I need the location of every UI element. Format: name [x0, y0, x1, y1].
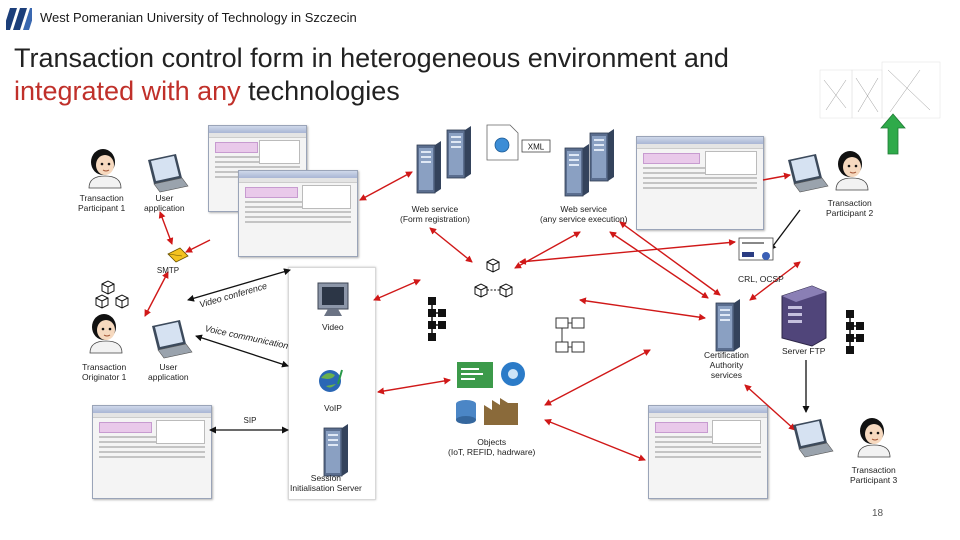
- arrow-cert-to-participant2: [749, 261, 801, 301]
- arrow-webservice-to-cert: [619, 221, 721, 296]
- arrow-webservice-to-form-top: [359, 171, 413, 201]
- title-line-2: integrated with any technologies: [14, 75, 729, 108]
- participant2-person-icon: [835, 150, 869, 191]
- page-number: 18: [872, 508, 884, 519]
- ftp-server-icon: [781, 285, 827, 347]
- slide-title: Transaction control form in heterogeneou…: [14, 42, 729, 108]
- crl-certificate-icon: [738, 237, 774, 261]
- arrow-form-to-smtp: [185, 239, 211, 253]
- form-screenshot-top-2: [238, 170, 358, 257]
- black-arrows: [187, 209, 810, 434]
- university-logo-icon: [6, 8, 32, 30]
- arrow-video-conference: [187, 268, 291, 302]
- form-screenshot-right-top: [636, 136, 764, 230]
- tree-structure-icon-center: [427, 296, 447, 342]
- label-server-ftp: Server FTP: [782, 346, 826, 356]
- arrow-objects-to-cert: [544, 349, 651, 406]
- arrow-any-to-cert: [609, 231, 709, 299]
- red-arrows: [144, 171, 801, 462]
- arrow-smtp-originator: [144, 271, 169, 317]
- cube-network-icon-left: [95, 280, 129, 309]
- participant1-person-icon: [88, 148, 122, 189]
- arrow-cert-to-participant3: [744, 384, 796, 431]
- label-user-app-top: User application: [144, 193, 185, 213]
- label-voip: VoIP: [324, 403, 342, 413]
- arrow-objects-to-bottom-right-form: [544, 418, 646, 462]
- form-screenshot-bottom-right: [648, 405, 768, 499]
- originator-person-icon: [89, 313, 123, 354]
- edge-label-smtp: SMTP: [157, 266, 179, 275]
- label-video: Video: [322, 322, 344, 332]
- cert-authority-server-icon: [715, 298, 741, 352]
- video-monitor-icon: [317, 282, 349, 316]
- smtp-envelope-icon: [167, 247, 189, 263]
- web-service-any-server-2-icon: [589, 128, 615, 182]
- label-crl-ocsp: CRL, OCSP: [738, 274, 784, 284]
- arrow-center-to-crl: [519, 239, 736, 265]
- label-participant1: Transaction Participant 1: [78, 193, 126, 213]
- title-line-1: Transaction control form in heterogeneou…: [14, 43, 729, 73]
- form-screenshot-bottom-left: [92, 405, 212, 499]
- label-user-app-bottom: User application: [148, 362, 189, 382]
- voip-globe-icon: [319, 369, 343, 392]
- label-participant2: Transaction Participant 2: [826, 198, 874, 218]
- title-rest-part: technologies: [240, 76, 400, 106]
- edge-label-sip: SIP: [244, 416, 257, 425]
- arrow-voice-communication: [195, 334, 289, 368]
- objects-iot-icon: [456, 362, 525, 425]
- title-red-part: integrated with any: [14, 76, 241, 106]
- arrow-right-form-to-participant2: [762, 172, 791, 181]
- arrow-panel-to-objects-top: [373, 279, 421, 301]
- arrow-webservice-to-objects: [429, 227, 473, 263]
- label-web-service-form: Web service (Form registration): [400, 204, 470, 224]
- user-app-bottom-laptop-icon: [151, 319, 193, 359]
- web-service-form-server-2-icon: [446, 125, 472, 179]
- label-cert-authority: Certification Authority services: [704, 350, 749, 380]
- session-server-icon: [323, 423, 349, 477]
- arrow-participant2-to-crl: [769, 209, 801, 251]
- arrow-participant1-smtp: [158, 211, 174, 245]
- participant3-laptop-icon: [792, 418, 834, 458]
- edge-label-video-conference: Video conference: [198, 281, 268, 310]
- up-arrow-icon: [880, 113, 906, 155]
- arrow-center-to-cert-low: [579, 297, 706, 321]
- arrow-panel-to-objects: [377, 377, 451, 395]
- tree-structure-icon-right: [845, 309, 865, 355]
- xml-document-icon: [486, 124, 551, 161]
- label-session-server: Session Initialisation Server: [290, 473, 362, 493]
- participant2-laptop-icon: [787, 153, 829, 193]
- web-service-form-server-icon: [416, 140, 442, 194]
- label-web-service-any: Web service (any service execution): [540, 204, 628, 224]
- user-app-top-laptop-icon: [147, 153, 189, 193]
- xml-badge: XML: [528, 143, 545, 152]
- cube-network-icon-center: [474, 258, 513, 298]
- label-objects: Objects (IoT, REFID, hadrware): [448, 437, 536, 457]
- label-originator: Transaction Originator 1: [82, 362, 127, 382]
- participant3-person-icon: [857, 417, 891, 458]
- label-participant3: Transaction Participant 3: [850, 465, 898, 485]
- web-service-any-server-icon: [564, 143, 590, 197]
- university-name: West Pomeranian University of Technology…: [40, 10, 357, 25]
- edge-label-voice-communication: Voice communication: [204, 323, 289, 350]
- arrow-any-to-objects: [514, 231, 581, 269]
- graph-thumbnail: [819, 61, 941, 119]
- flowchart-icon: [555, 317, 585, 353]
